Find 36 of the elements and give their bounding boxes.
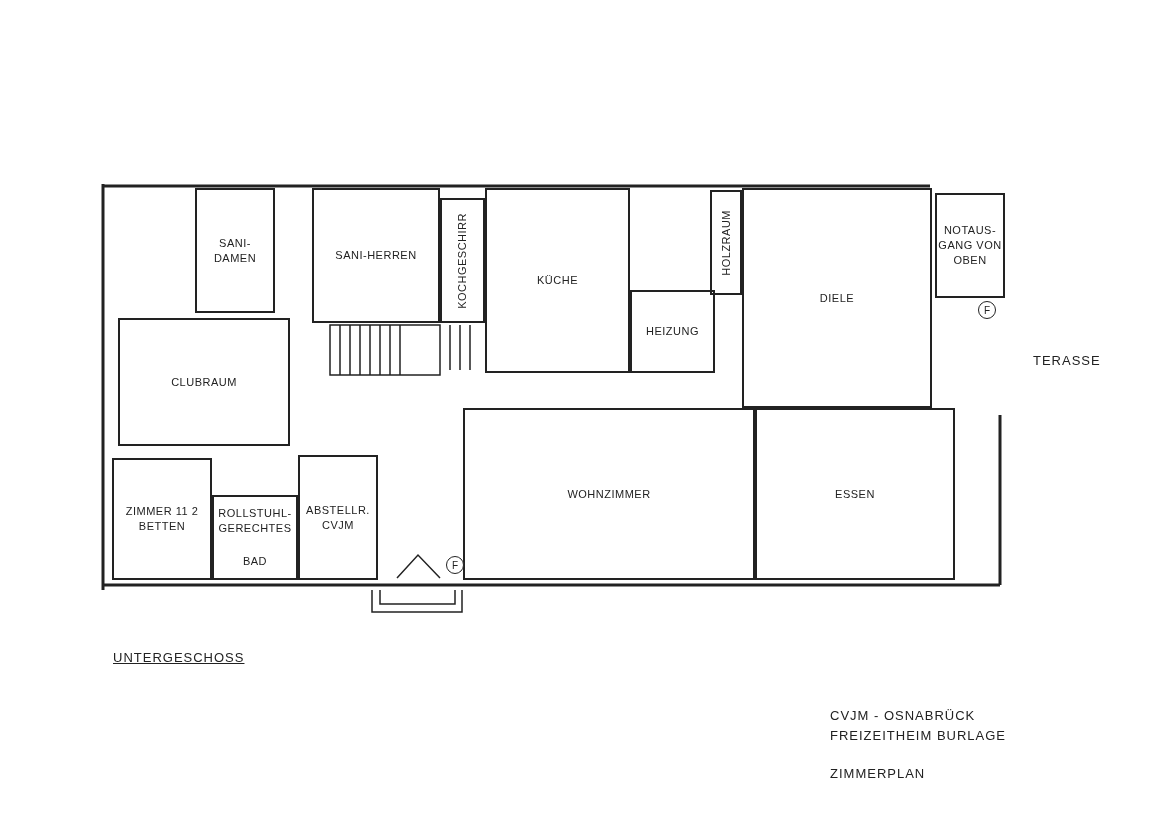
room-outline xyxy=(312,188,440,323)
room-outline xyxy=(485,188,630,373)
plan-caption: CVJM - OSNABRÜCK xyxy=(830,708,976,723)
room-outline xyxy=(118,318,290,446)
room-label: WOHNZIMMER xyxy=(567,486,651,502)
room-label: HOLZRAUM xyxy=(718,209,733,276)
area-label: TERASSE xyxy=(1033,353,1101,368)
room-label: SANI- DAMEN xyxy=(212,235,258,266)
plan-caption: FREIZEITHEIM BURLAGE xyxy=(830,728,1007,743)
room-label: ABSTELLR. CVJM xyxy=(305,502,371,533)
room-outline xyxy=(742,188,932,408)
room-label: HEIZUNG xyxy=(646,324,699,339)
room-label: NOTAUS- GANG VON OBEN xyxy=(937,223,1003,268)
marker-circle: F xyxy=(446,556,464,574)
room-label: ZIMMER 11 2 BETTEN xyxy=(124,504,200,534)
room-label: ROLLSTUHL- GERECHTES xyxy=(217,506,293,536)
room-outline xyxy=(212,495,298,580)
room-label: KÜCHE xyxy=(537,273,578,288)
room-label: KOCHGESCHIRR xyxy=(455,212,469,309)
room-label: BAD xyxy=(242,554,268,569)
room-outline xyxy=(935,193,1005,298)
plan-caption: ZIMMERPLAN xyxy=(830,766,926,781)
room-label: CLUBRAUM xyxy=(171,374,237,390)
room-outline xyxy=(630,290,715,373)
room-outline xyxy=(463,408,755,580)
room-outline xyxy=(195,188,275,313)
marker-circle: F xyxy=(978,301,996,319)
room-outline xyxy=(710,190,742,295)
room-label: ESSEN xyxy=(835,486,875,502)
room-outline xyxy=(298,455,378,580)
room-label: SANI-HERREN xyxy=(335,248,417,263)
floor-title: UNTERGESCHOSS xyxy=(113,650,245,665)
room-outline xyxy=(440,198,485,323)
room-label: DIELE xyxy=(819,290,855,306)
room-outline xyxy=(112,458,212,580)
room-outline xyxy=(755,408,955,580)
